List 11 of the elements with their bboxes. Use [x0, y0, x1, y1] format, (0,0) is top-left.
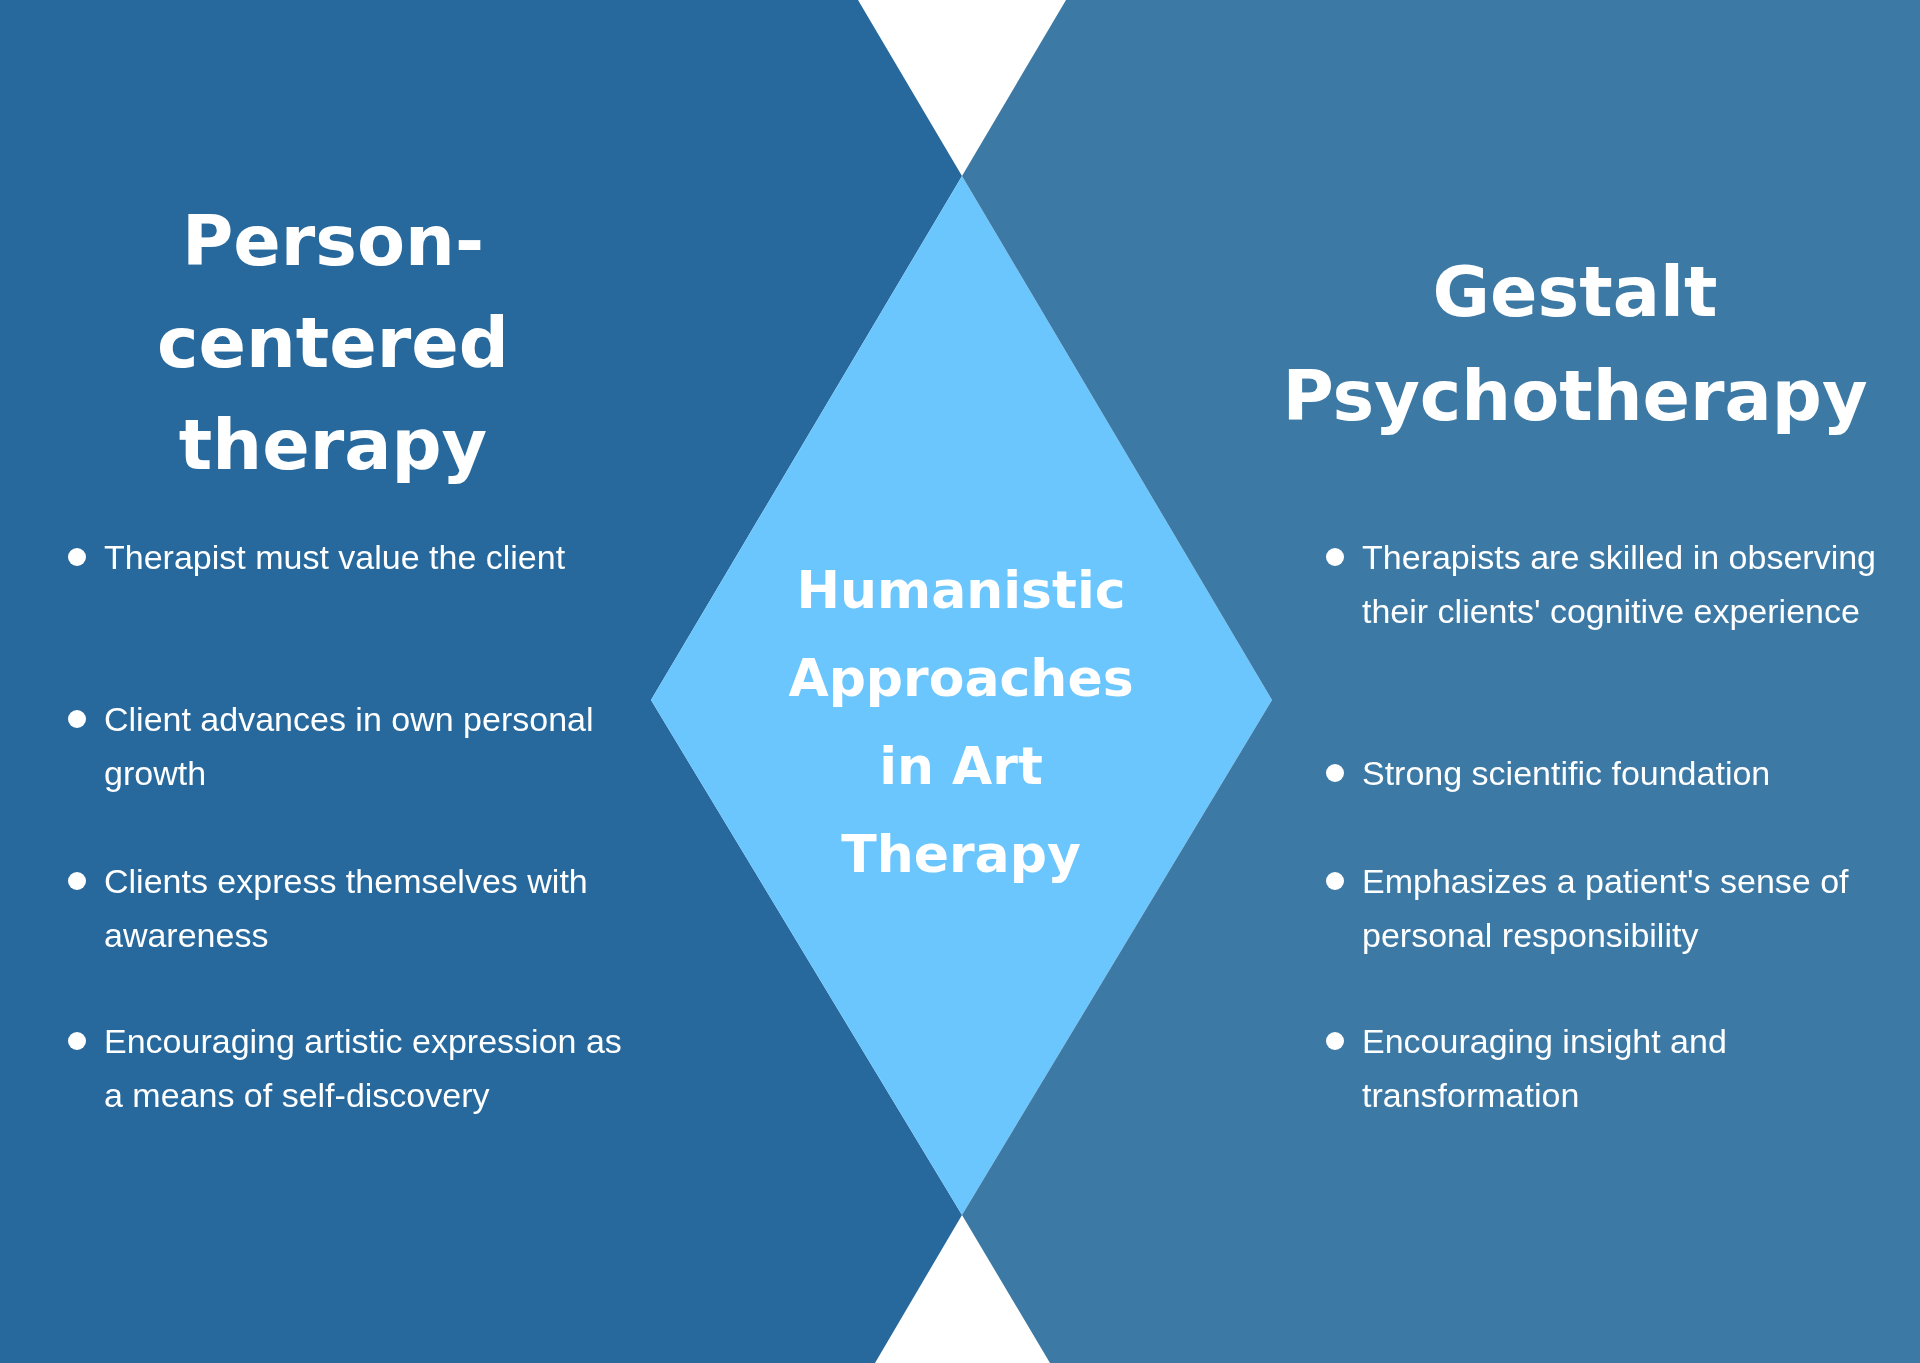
- bullet-item: Encouraging artistic expression as a means of self-discovery: [68, 1014, 648, 1122]
- center-title: Humanistic Approaches in Art Therapy: [787, 559, 1135, 886]
- panel-heading: Person-centered therapy: [156, 199, 510, 488]
- bullet-item: Clients express themselves with awareness: [68, 854, 648, 962]
- bullet-item: Emphasizes a patient's sense of personal responsibility: [1326, 854, 1911, 962]
- bullet-item: Strong scientific foundation: [1326, 746, 1911, 800]
- bullet-item: Client advances in own personal growth: [68, 692, 648, 800]
- panel-heading: Gestalt Psychotherapy: [1281, 250, 1869, 439]
- bullet-item: Encouraging insight and transformation: [1326, 1014, 1911, 1122]
- bullet-item: Therapists are skilled in observing their clients' cognitive experience: [1326, 530, 1911, 638]
- bullet-item: Therapist must value the client: [68, 530, 648, 584]
